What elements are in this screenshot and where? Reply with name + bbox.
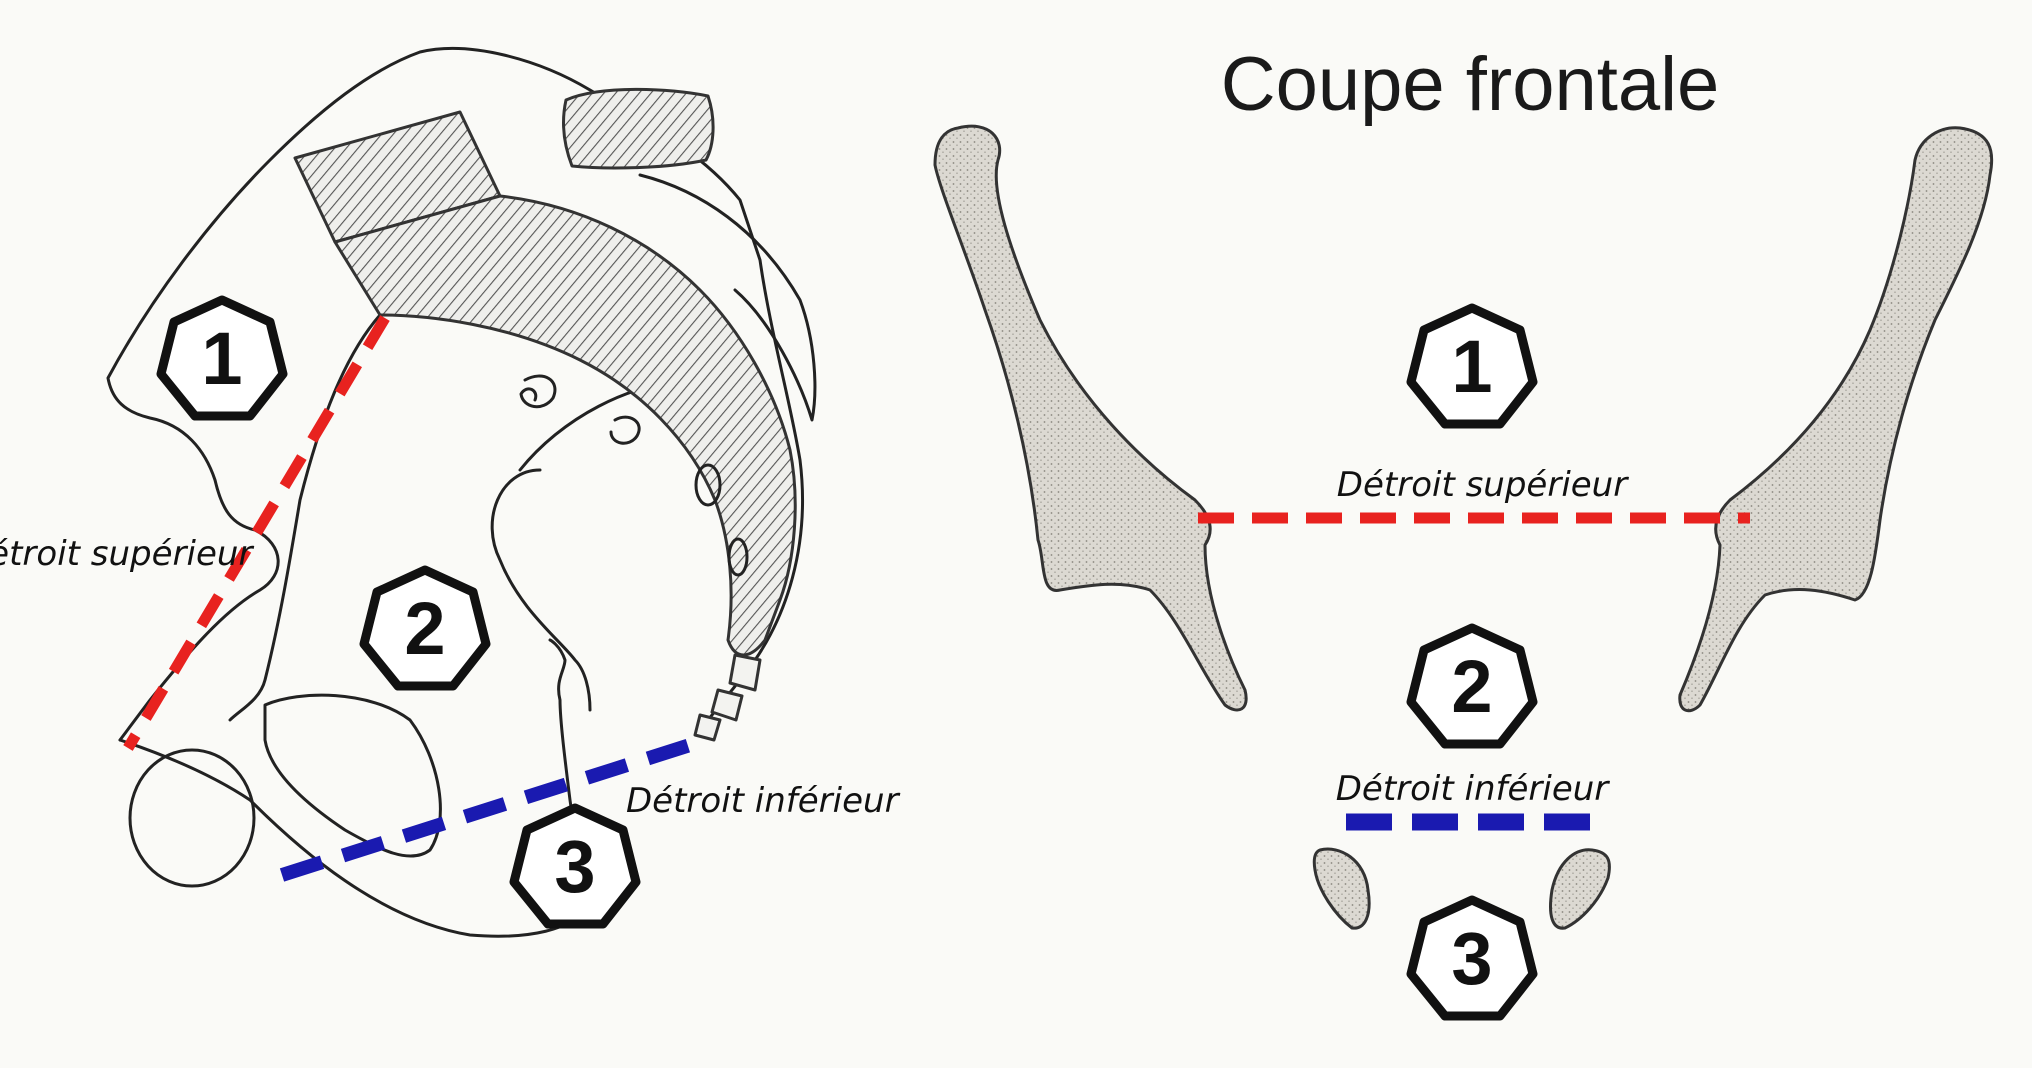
sacral-foramen-1	[519, 374, 557, 409]
frontal-view: Coupe frontale 1 2 3 Détroit supérieur D…	[933, 42, 1994, 1021]
coccyx-segment-2	[710, 688, 744, 722]
sacrum	[333, 194, 797, 657]
sagittal-inferior-strait-line	[279, 738, 693, 882]
sacral-foramen-3	[694, 463, 722, 507]
sacral-foramen-2	[609, 415, 641, 445]
coccyx-segment-3	[693, 713, 722, 742]
upper-vertebra	[562, 87, 715, 170]
sagittal-badge-1-number: 1	[201, 317, 242, 400]
diagram-title: Coupe frontale	[1221, 42, 1720, 127]
pubic-symphysis-oval	[128, 748, 256, 888]
sagittal-inferior-strait-label: Détroit inférieur	[626, 781, 901, 821]
frontal-left-ischial-piece	[1312, 847, 1371, 930]
sagittal-superior-strait-line	[123, 315, 390, 751]
sagittal-superior-strait-label: Détroit supérieur	[0, 534, 254, 574]
sagittal-badge-2-number: 2	[404, 587, 445, 670]
frontal-badge-2-number: 2	[1451, 645, 1492, 728]
greater-sciatic-notch	[490, 468, 592, 712]
frontal-left-iliac-bone	[933, 124, 1248, 712]
sagittal-badge-1: 1	[156, 295, 288, 421]
sagittal-pelvis-outline	[106, 46, 804, 742]
frontal-badge-1: 1	[1406, 303, 1538, 429]
sagittal-badge-2: 2	[359, 565, 491, 691]
frontal-inferior-strait-label: Détroit inférieur	[1336, 769, 1611, 809]
frontal-superior-strait-label: Détroit supérieur	[1337, 465, 1629, 505]
frontal-right-iliac-bone	[1678, 126, 1994, 713]
frontal-badge-1-number: 1	[1451, 325, 1492, 408]
frontal-badge-3-number: 3	[1451, 917, 1492, 1000]
sagittal-badge-3: 3	[509, 803, 641, 929]
sagittal-badge-3-number: 3	[554, 825, 595, 908]
frontal-right-ischial-piece	[1549, 848, 1611, 930]
sacral-foramen-4	[727, 537, 749, 577]
sagittal-view: 1 2 3 Détroit supérieur Détroit inférieu…	[0, 46, 901, 938]
iliac-wing	[638, 173, 817, 422]
coccyx-segment-1	[728, 653, 762, 692]
frontal-badge-2: 2	[1406, 623, 1538, 749]
obturator-foramen	[263, 693, 442, 858]
frontal-badge-3: 3	[1406, 895, 1538, 1021]
